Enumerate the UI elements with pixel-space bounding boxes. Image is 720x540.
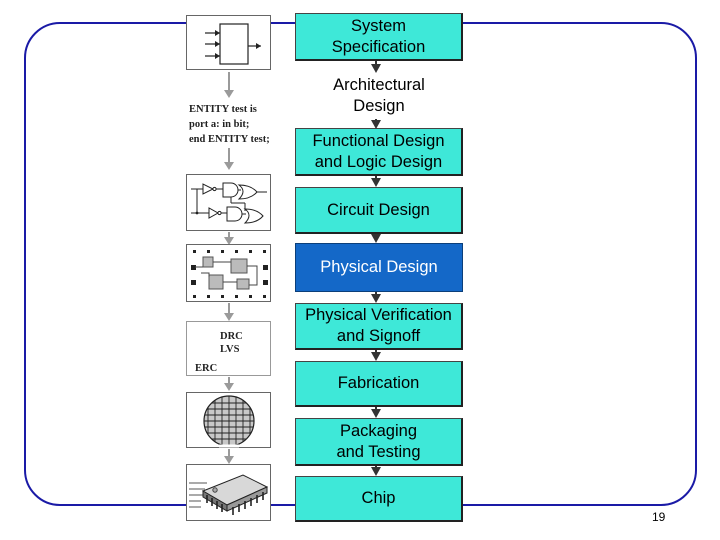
stage-functional-logic-design: Functional Design and Logic Design [295,128,463,176]
wafer-icon [186,392,271,448]
block-with-io-arrows-icon [186,15,271,70]
stage-system-specification: System Specification [295,13,463,61]
verification-checks-box [186,321,271,376]
ic-chip-icon [186,464,271,521]
layout-floorplan-icon [186,244,271,302]
page-number: 19 [652,510,666,524]
drc-lvs-label: DRC LVS [220,331,243,355]
stage-circuit-design: Circuit Design [295,187,463,234]
stage-physical-verification-signoff: Physical Verification and Signoff [295,303,463,350]
erc-label: ERC [195,363,218,374]
stage-fabrication: Fabrication [295,361,463,407]
stage-architectural-design: Architectural Design [295,73,463,119]
stage-chip: Chip [295,476,463,522]
hdl-code-snippet: ENTITY test is port a: in bit; end ENTIT… [189,104,270,145]
stage-packaging-testing: Packaging and Testing [295,418,463,466]
stage-physical-design: Physical Design [295,243,463,292]
logic-gate-schematic-icon [186,174,271,231]
